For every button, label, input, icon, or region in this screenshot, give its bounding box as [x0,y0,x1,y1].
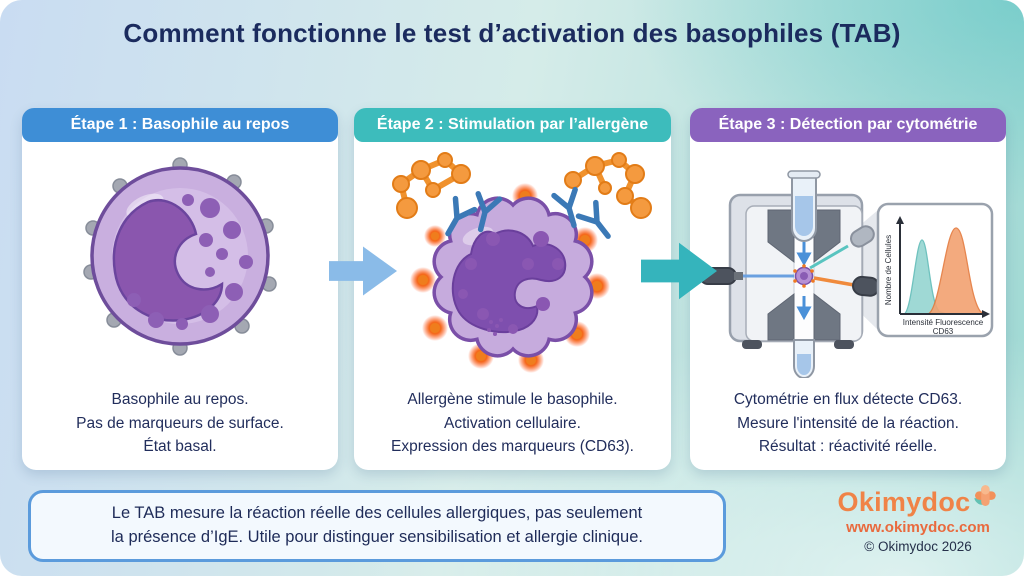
histogram-ylabel: Nombre de Cellules [884,235,893,305]
step3-description: Cytométrie en flux détecte CD63. Mesure … [696,388,1000,458]
brand-block: Okimydoc www.okimydoc.com © Okimydoc 202… [822,485,1014,554]
detector-icon-top [850,225,875,248]
step3-card: Étape 3 : Détection par cytométrie [690,108,1006,470]
step3-line2: Mesure l'intensité de la réaction. [737,414,959,432]
step2-line2: Activation cellulaire. [444,414,581,432]
brand-copyright: © Okimydoc 2026 [864,539,972,554]
summary-note-line1: Le TAB mesure la réaction réelle des cel… [111,504,643,523]
step2-header: Étape 2 : Stimulation par l’allergène [354,108,671,142]
resting-basophil-illustration [22,144,338,378]
step1-line3: État basal. [143,437,217,455]
activated-basophil-illustration [354,144,671,378]
step1-description: Basophile au repos. Pas de marqueurs de … [28,388,332,458]
step1-line2: Pas de marqueurs de surface. [76,414,284,432]
cd63-histogram-panel: Nombre de Cellules Intensité Fluorescenc… [876,202,994,338]
step2-description: Allergène stimule le basophile. Activati… [360,388,665,458]
step2-line1: Allergène stimule le basophile. [407,391,618,409]
medical-plus-icon [974,485,997,506]
activated-basophil-icon [391,152,652,373]
brand-name: Okimydoc [837,487,971,517]
sample-tube-top [787,170,821,242]
step2-line3: Expression des marqueurs (CD63). [391,437,634,455]
summary-note-box: Le TAB mesure la réaction réelle des cel… [28,490,726,562]
flow-cytometer-illustration: Nombre de Cellules Intensité Fluorescenc… [690,144,1006,378]
step2-card: Étape 2 : Stimulation par l’allergène [354,108,671,470]
step1-header: Étape 1 : Basophile au repos [22,108,338,142]
summary-note-line2: la présence d’IgE. Utile pour distinguer… [111,528,643,546]
cell-in-flow [793,264,815,288]
step3-line3: Résultat : réactivité réelle. [758,437,938,455]
brand-website: www.okimydoc.com [846,519,990,536]
sample-tube-bottom [793,339,815,378]
flow-cytometer-icon: Nombre de Cellules Intensité Fluorescenc… [699,170,994,378]
histogram-xlabel: Intensité Fluorescence [903,318,984,327]
step1-line1: Basophile au repos. [111,391,249,409]
page-title: Comment fonctionne le test d’activation … [123,18,901,48]
step3-header: Étape 3 : Détection par cytométrie [690,108,1006,142]
step1-card: Étape 1 : Basophile au repos [22,108,338,470]
detector-icon-right [852,275,880,297]
ige-antibody-icons [444,186,611,239]
histogram-xlabel2: CD63 [933,327,954,336]
step3-line1: Cytométrie en flux détecte CD63. [733,391,963,409]
resting-basophil-icon [83,157,277,356]
